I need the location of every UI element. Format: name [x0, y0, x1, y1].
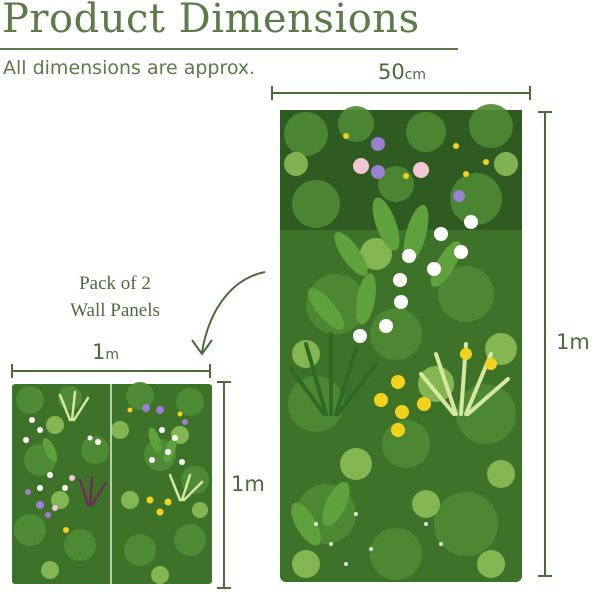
- curved-arrow-icon: [191, 271, 266, 356]
- pack-width-tick-right: [209, 364, 211, 378]
- large-panel-height-tick-bottom: [538, 575, 552, 577]
- large-panel-width-unit: cm: [404, 67, 427, 83]
- pack-label-line1: Pack of 2: [79, 273, 151, 294]
- pack-label: Pack of 2 Wall Panels: [40, 270, 190, 324]
- pack-height-line: [223, 382, 225, 588]
- page-title: Product Dimensions: [2, 0, 420, 42]
- pack-width-line: [12, 370, 210, 372]
- pack-height-tick-top: [217, 381, 231, 383]
- large-panel-height-line: [544, 112, 546, 576]
- pack-width-unit: m: [105, 347, 120, 363]
- large-panel-width-label: 50cm: [378, 60, 426, 84]
- large-panel-width-value: 50: [378, 60, 405, 84]
- pack-height-tick-bottom: [217, 587, 231, 589]
- pack-width-label: 1m: [92, 340, 119, 364]
- large-panel-width-tick-right: [529, 86, 531, 100]
- pack-width-tick-left: [11, 364, 13, 378]
- pack-label-line2: Wall Panels: [70, 300, 160, 321]
- large-panel-height-tick-top: [538, 111, 552, 113]
- pack-height-label: 1m: [231, 472, 265, 496]
- pack-wall-panels-image: [10, 380, 215, 588]
- large-panel-height-label: 1m: [556, 330, 590, 354]
- large-panel-width-line: [272, 92, 530, 94]
- large-panel-width-tick-left: [271, 86, 273, 100]
- pack-width-value: 1: [92, 340, 106, 364]
- title-underline: [0, 48, 458, 50]
- large-wall-panel-image: [276, 104, 526, 586]
- page-subtitle: All dimensions are approx.: [3, 57, 256, 79]
